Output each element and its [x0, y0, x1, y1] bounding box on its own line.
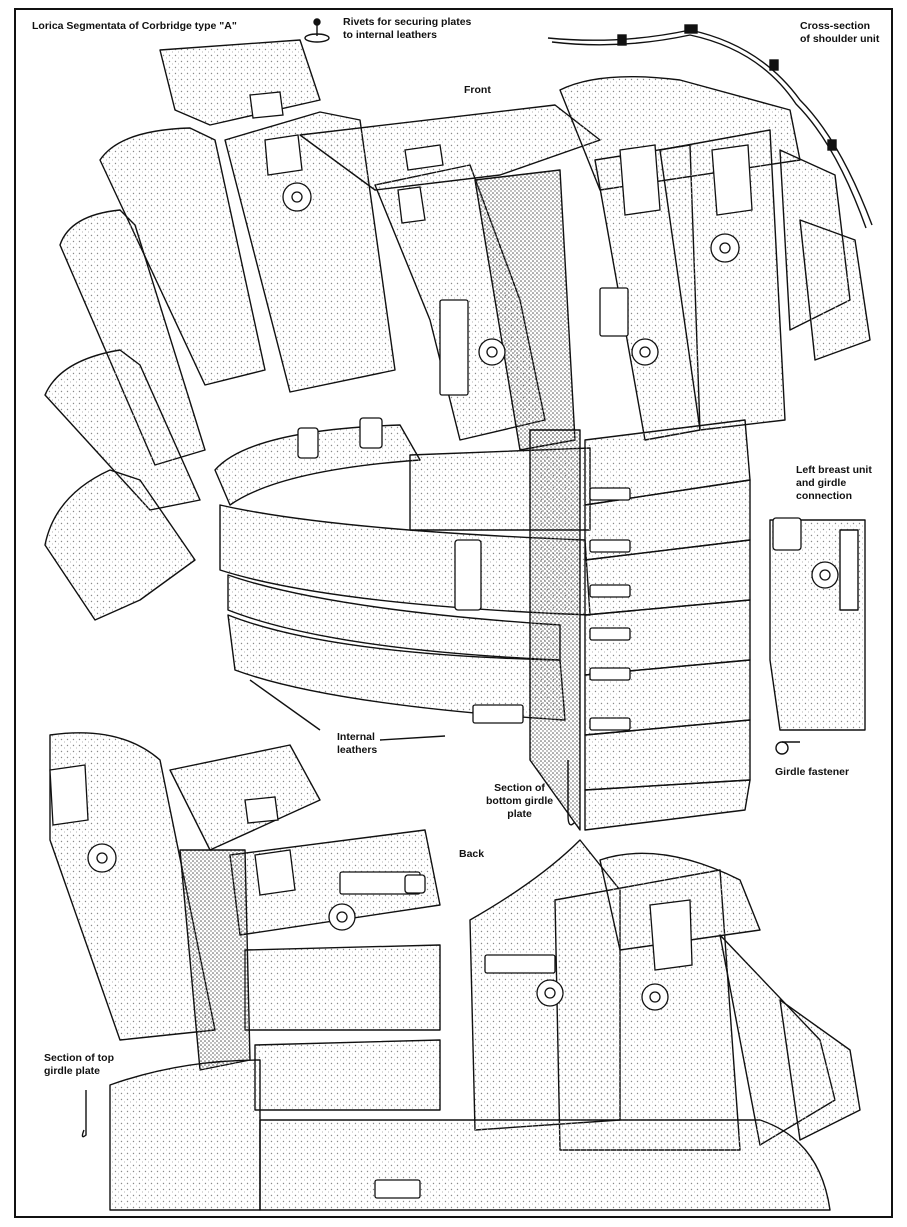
leader-lines — [249, 679, 446, 741]
girdle-fastener-icon — [775, 741, 800, 755]
diagram-title: Lorica Segmentata of Corbridge type "A" — [32, 20, 237, 32]
back-upper-plates — [179, 829, 441, 1111]
back-label: Back — [459, 848, 485, 860]
bottom-girdle-section-icon — [567, 760, 576, 826]
girdle-fastener-label: Girdle fastener — [775, 766, 850, 778]
cross-section-label: Cross-section of shoulder unit — [800, 20, 880, 46]
hinge-fittings — [49, 91, 753, 971]
top-girdle-section-icon — [81, 1090, 87, 1138]
left-breast-unit-label: Left breast unit and girdle connection — [796, 464, 872, 503]
left-breast-unit-detail — [769, 519, 866, 731]
front-label: Front — [464, 84, 491, 96]
internal-leathers-label: Internal leathers — [337, 731, 378, 757]
hoop-hooks — [589, 487, 631, 731]
shoulder-cross-section-icon — [547, 24, 873, 229]
top-girdle-section-label: Section of top girdle plate — [44, 1052, 114, 1078]
rivets-label: Rivets for securing plates to internal l… — [343, 16, 472, 42]
back-right-shoulder-plates — [49, 732, 321, 1041]
rivet-icon — [304, 18, 330, 43]
rosette-fittings — [87, 182, 839, 1011]
front-right-shoulder-plates — [44, 39, 396, 621]
bottom-girdle-section-label: Section of bottom girdle plate — [486, 782, 554, 821]
buckles-and-straps — [297, 287, 802, 1199]
